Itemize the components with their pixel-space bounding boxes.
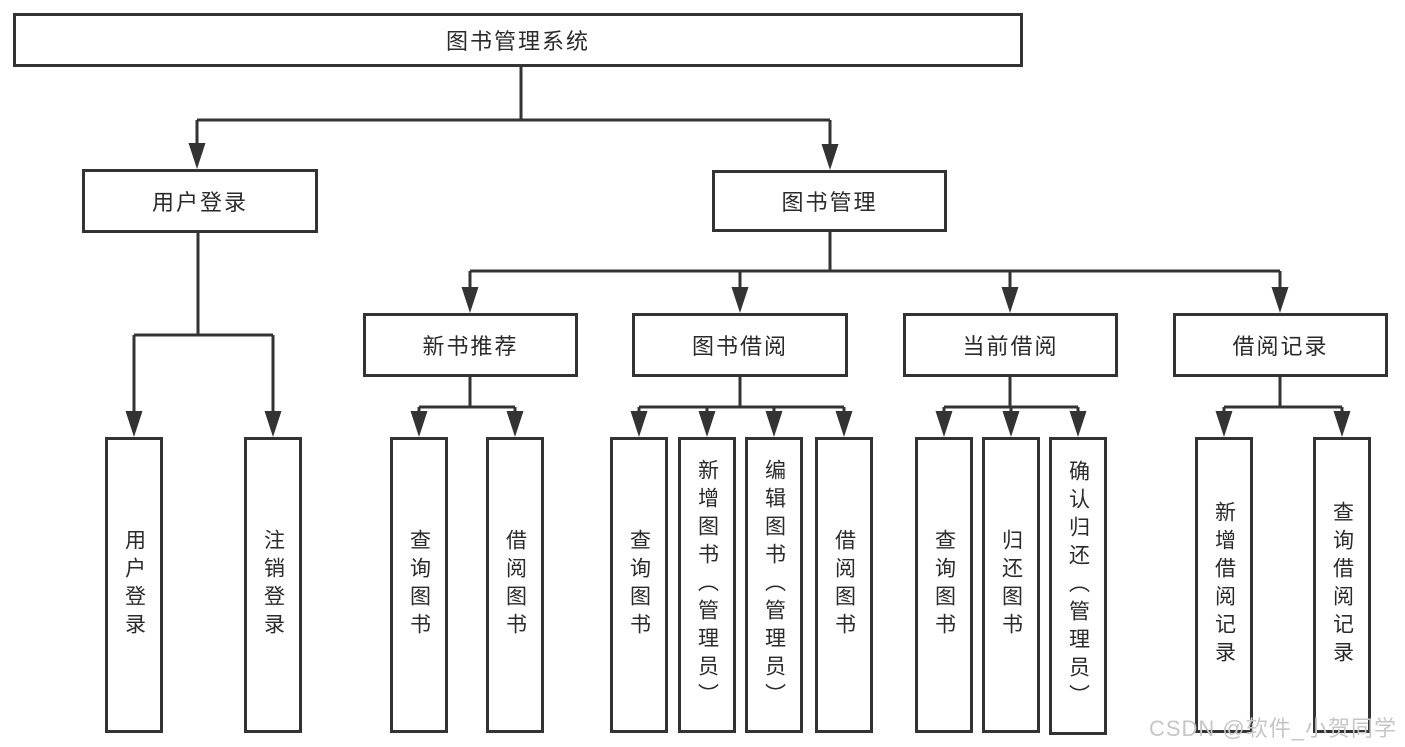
node-label: 确认归还（管理员）	[1066, 460, 1090, 712]
node-label: 当前借阅	[962, 334, 1059, 359]
leaf-borrow-books-1: 借阅图书	[486, 437, 544, 733]
leaf-query-books-1: 查询图书	[390, 437, 448, 733]
node-label: 借阅图书	[503, 529, 527, 641]
leaf-query-books-3: 查询图书	[915, 437, 973, 733]
node-label: 图书管理	[781, 190, 878, 215]
leaf-logout: 注销登录	[244, 437, 302, 733]
node-label: 归还图书	[999, 529, 1023, 641]
node-label: 查询图书	[932, 529, 956, 641]
node-label: 图书管理系统	[445, 29, 590, 54]
leaf-borrow-books-2: 借阅图书	[815, 437, 873, 733]
node-label: 查询借阅记录	[1330, 501, 1354, 669]
leaf-query-books-2: 查询图书	[610, 437, 668, 733]
node-label: 新增图书（管理员）	[695, 459, 719, 711]
node-current-borrowing: 当前借阅	[903, 313, 1118, 377]
node-book-borrowing: 图书借阅	[632, 313, 848, 377]
leaf-return-book: 归还图书	[982, 437, 1040, 733]
node-label: 查询图书	[407, 529, 431, 641]
node-label: 图书借阅	[691, 334, 788, 359]
csdn-watermark: CSDN @软件_小贺同学	[1148, 716, 1397, 741]
node-label: 借阅图书	[832, 529, 856, 641]
node-label: 注销登录	[261, 529, 285, 641]
leaf-edit-book-admin: 编辑图书（管理员）	[745, 437, 803, 733]
node-new-book-recommendation: 新书推荐	[363, 313, 578, 377]
leaf-query-borrow-record: 查询借阅记录	[1313, 437, 1371, 733]
node-root-system: 图书管理系统	[13, 13, 1023, 67]
node-label: 新增借阅记录	[1212, 501, 1236, 669]
leaf-add-borrow-record: 新增借阅记录	[1195, 437, 1253, 733]
node-borrowing-records: 借阅记录	[1173, 313, 1388, 377]
leaf-confirm-return-admin: 确认归还（管理员）	[1049, 437, 1107, 735]
node-label: 用户登录	[122, 529, 146, 641]
leaf-add-book-admin: 新增图书（管理员）	[678, 437, 736, 733]
node-label: 借阅记录	[1232, 334, 1329, 359]
node-label: 查询图书	[627, 529, 651, 641]
leaf-user-login: 用户登录	[105, 437, 163, 733]
node-user-login-module: 用户登录	[82, 169, 318, 233]
node-label: 新书推荐	[422, 334, 519, 359]
node-label: 用户登录	[151, 190, 248, 215]
node-label: 编辑图书（管理员）	[762, 459, 786, 711]
node-book-management-module: 图书管理	[712, 170, 947, 232]
